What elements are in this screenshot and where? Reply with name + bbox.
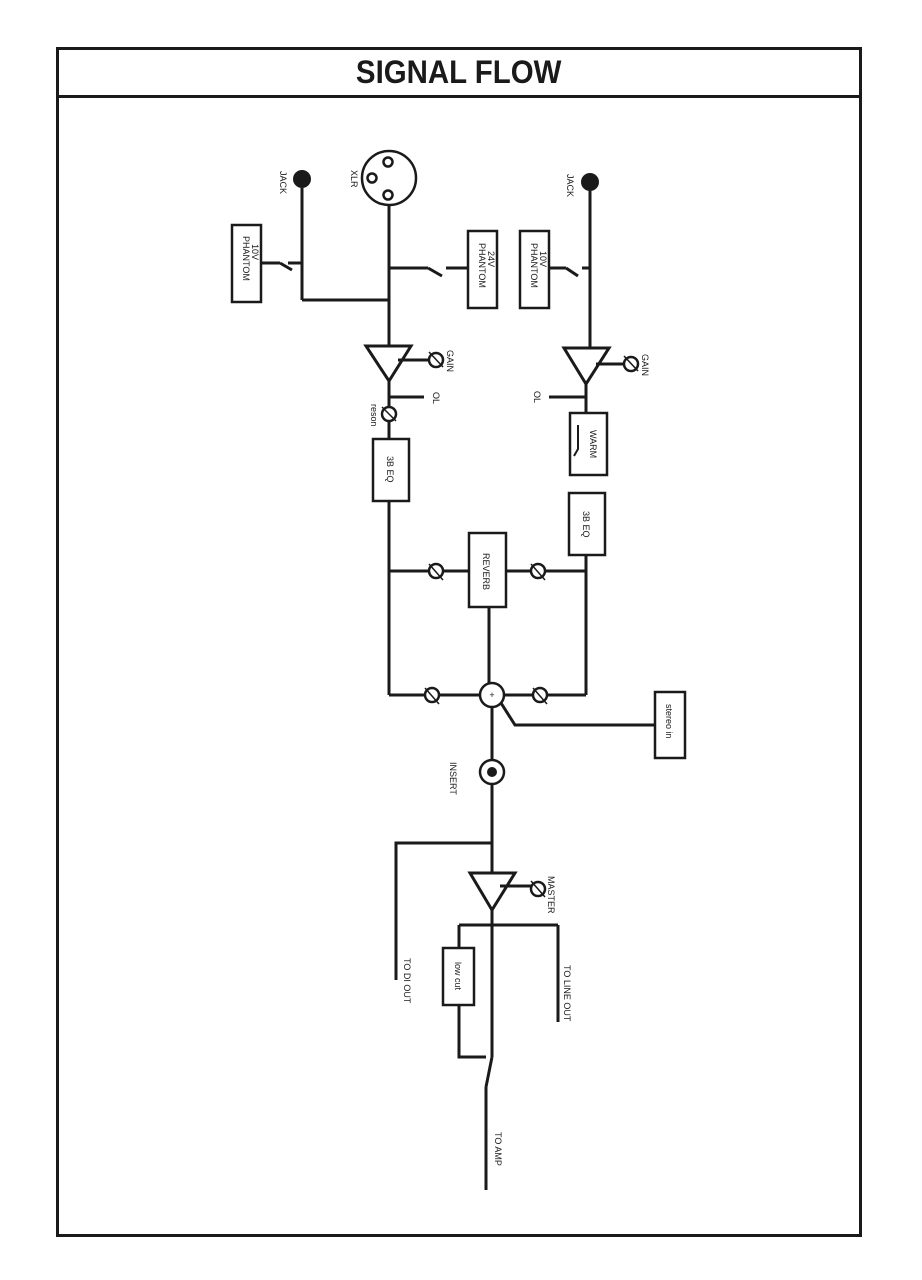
title-bar: SIGNAL FLOW — [59, 50, 859, 98]
page-title: SIGNAL FLOW — [356, 54, 562, 90]
xlr-label: XLR — [349, 170, 359, 188]
low-cut-label: low cut — [453, 962, 463, 991]
eq-left-label: 3B EQ — [385, 456, 395, 483]
eq-left: 3B EQ — [371, 437, 411, 503]
phantom-24v-label-2: 24V — [486, 251, 496, 267]
to-amp-label: TO AMP — [493, 1132, 503, 1166]
insert-jack: INSERT — [448, 758, 506, 795]
phantom-left-label-2: 10V — [250, 244, 260, 260]
master-label: MASTER — [546, 876, 556, 914]
amp-switch: TO AMP — [484, 925, 503, 1190]
ol-left-label: OL — [431, 392, 441, 404]
page-frame: SIGNAL FLOW — [56, 47, 862, 1237]
phantom-10v-right: PHANTOM 10V — [518, 229, 590, 310]
gain-left-label: GAIN — [445, 350, 455, 372]
phantom-left-label-1: PHANTOM — [241, 236, 251, 281]
jack-right-label: JACK — [565, 174, 575, 197]
low-cut-block: low cut — [441, 925, 486, 1059]
phantom-right-label-2: 10V — [538, 251, 548, 267]
stereo-in: stereo in — [499, 690, 687, 760]
phantom-right-label-1: PHANTOM — [529, 243, 539, 288]
warm-label: WARM — [588, 430, 598, 458]
ol-right-label: OL — [532, 391, 542, 403]
reverb-label: REVERB — [481, 553, 491, 590]
gain-right-label: GAIN — [640, 354, 650, 376]
right-jack-input: JACK — [565, 173, 599, 348]
line-out: TO LINE OUT — [556, 925, 572, 1022]
left-preamp: GAIN — [363, 344, 455, 384]
mix-plus-label: + — [489, 690, 494, 700]
phantom-10v-left: PHANTOM 10V — [230, 223, 302, 304]
reson-label: reson — [369, 404, 379, 427]
di-out: TO DI OUT — [394, 841, 492, 1004]
xlr-connector: XLR — [349, 149, 418, 207]
insert-label: INSERT — [448, 762, 458, 795]
warm-block: WARM — [568, 411, 609, 477]
stereo-in-label: stereo in — [664, 704, 674, 739]
reson-pot: reson — [369, 404, 398, 427]
jack-left-label: JACK — [278, 171, 288, 194]
left-jack-input: JACK — [278, 170, 311, 300]
master-amp: MASTER — [467, 871, 556, 914]
to-line-out-label: TO LINE OUT — [562, 965, 572, 1022]
to-di-out-label: TO DI OUT — [402, 958, 412, 1004]
eq-right-label: 3B EQ — [581, 511, 591, 538]
reverb-sends — [389, 562, 586, 581]
phantom-24v: PHANTOM 24V — [389, 229, 499, 310]
reverb-block: REVERB — [467, 531, 508, 609]
eq-right: 3B EQ — [567, 491, 607, 557]
mix-summing-node: + — [478, 681, 506, 709]
phantom-24v-label-1: PHANTOM — [477, 243, 487, 288]
level-pots-to-mix — [389, 686, 586, 705]
right-preamp: GAIN — [561, 346, 650, 387]
